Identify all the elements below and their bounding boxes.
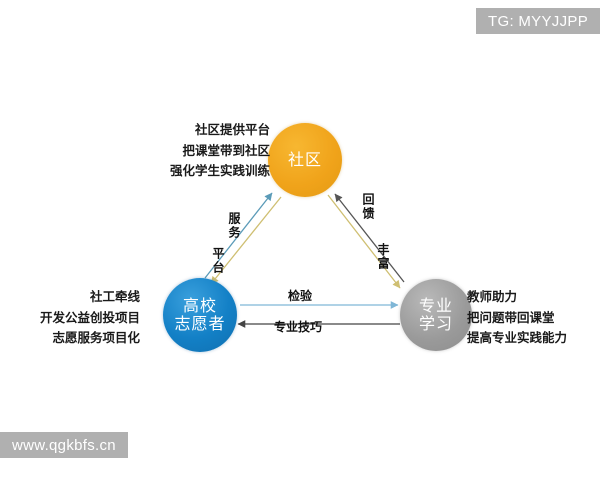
text-community-line1: 社区提供平台: [195, 122, 271, 137]
node-learning-label-line2: 学习: [418, 314, 453, 333]
edge-feedback-arrow: [334, 193, 405, 283]
text-volunteers-line2: 开发公益创投项目: [40, 309, 141, 325]
text-block-learning: 教师助力 把问题带回课堂 提高专业实践能力: [467, 287, 567, 349]
text-block-volunteers: 社工牵线 开发公益创投项目 志愿服务项目化: [40, 287, 140, 349]
text-learning-line2: 把问题带回课堂: [467, 309, 555, 325]
text-community-line3: 强化学生实践训练: [170, 163, 271, 179]
text-community-line2: 把课堂带到社区: [182, 142, 271, 158]
watermark-bottom-left: www.qgkbfs.cn: [0, 432, 128, 458]
edge-label-service: 服务: [227, 212, 241, 240]
node-community-label: 社区: [287, 150, 322, 170]
text-volunteers-line1: 社工牵线: [90, 289, 141, 304]
node-learning-label-line1: 专业: [418, 296, 453, 316]
edge-label-test: 检验: [288, 289, 313, 303]
node-volunteers-label-line2: 志愿者: [174, 314, 226, 333]
node-volunteers[interactable]: 高校 志愿者: [163, 278, 237, 352]
node-community[interactable]: 社区: [268, 123, 342, 197]
text-learning-line3: 提高专业实践能力: [467, 330, 568, 346]
text-block-community: 社区提供平台 把课堂带到社区 强化学生实践训练: [170, 120, 270, 182]
edge-label-enrich: 丰富: [376, 243, 390, 271]
edge-label-skills: 专业技巧: [274, 320, 323, 334]
text-volunteers-line3: 志愿服务项目化: [52, 330, 141, 346]
node-learning[interactable]: 专业 学习: [400, 279, 472, 351]
edge-service-arrow: [204, 192, 273, 279]
node-volunteers-label-line1: 高校: [182, 296, 217, 316]
edge-enrich-arrow: [327, 194, 401, 289]
text-learning-line1: 教师助力: [467, 289, 518, 304]
edge-label-platform: 平台: [211, 247, 225, 275]
watermark-top-right: TG: MYYJJPP: [476, 8, 600, 34]
edge-label-feedback: 回馈: [361, 193, 375, 221]
edge-platform-arrow: [210, 196, 282, 285]
